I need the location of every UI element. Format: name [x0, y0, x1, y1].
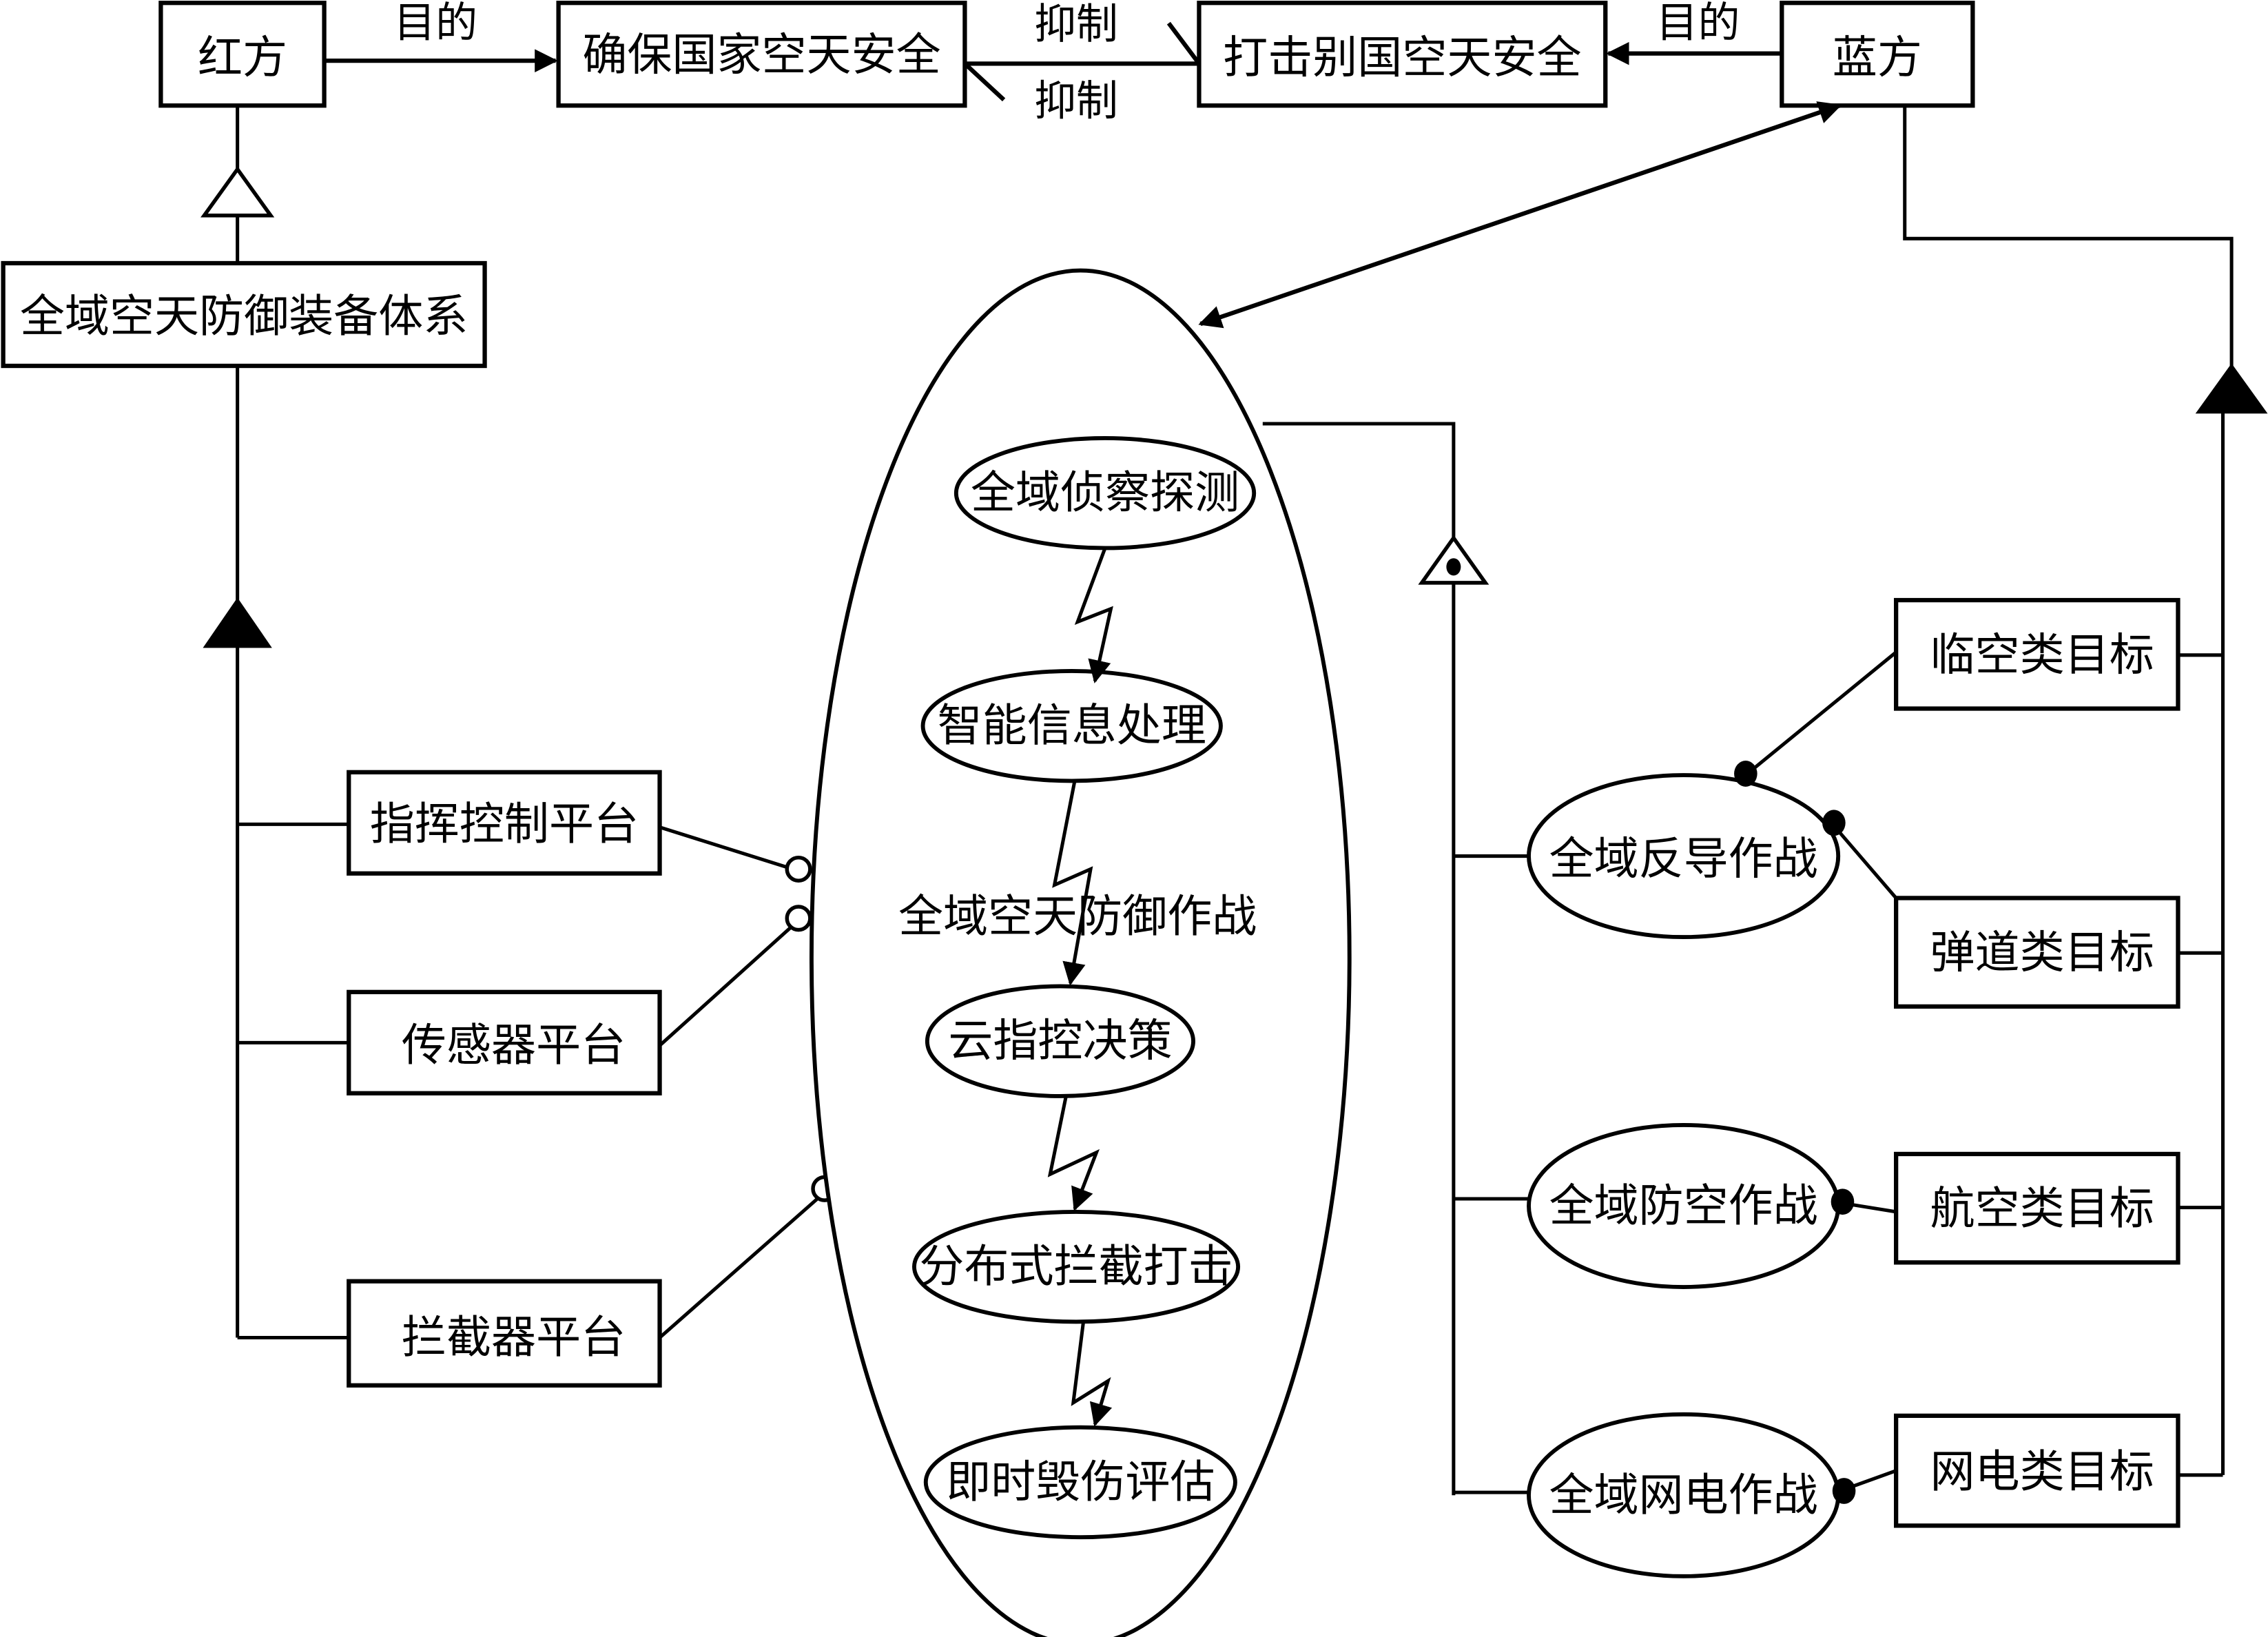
- blue-side-node: 蓝方: [1780, 1, 1975, 108]
- red-side-label: 红方: [198, 32, 287, 83]
- combat-mode-node: 全域网电作战: [1527, 1412, 1841, 1578]
- combat-mode-label: 全域防空作战: [1549, 1180, 1817, 1232]
- stage-label: 全域侦察探测: [971, 467, 1239, 519]
- lightning-arrow-icon: [1052, 780, 1093, 986]
- link-dot-icon: [1822, 810, 1846, 836]
- aggregation-triangle-icon: [203, 597, 272, 648]
- target-link-line: [1832, 824, 1898, 900]
- target-label: 网电类目标: [1930, 1446, 2154, 1498]
- target-link-line: [1744, 650, 1897, 776]
- interface-link-line: [658, 1197, 818, 1339]
- aggregation-triangle-icon: [2195, 363, 2268, 414]
- red-side-node: 红方: [158, 1, 327, 108]
- operation-to-modes-line: [1262, 422, 1456, 538]
- interface-circle-icon: [785, 905, 812, 932]
- target-node: 网电类目标: [1893, 1413, 2181, 1528]
- lightning-arrow-icon: [1074, 547, 1113, 683]
- target-node: 临空类目标: [1893, 597, 2181, 711]
- lightning-arrow-icon: [1047, 1095, 1100, 1211]
- blue-goal-label: 打击别国空天安全: [1223, 32, 1581, 83]
- lightning-arrow-icon: [1071, 1321, 1113, 1427]
- combat-mode-node: 全域防空作战: [1527, 1123, 1841, 1289]
- platform-label: 指挥控制平台: [370, 799, 639, 850]
- equipment-system-node: 全域空天防御装备体系: [1, 260, 487, 369]
- target-label: 弹道类目标: [1930, 927, 2154, 979]
- stage-node: 全域侦察探测: [953, 436, 1257, 550]
- stage-node: 分布式拦截打击: [912, 1209, 1241, 1324]
- suppress-label-top: 抑制: [1034, 1, 1118, 49]
- stage-label: 即时毁伤评估: [946, 1456, 1215, 1508]
- target-label: 临空类目标: [1930, 629, 2154, 681]
- stage-node: 云指控决策: [925, 984, 1195, 1098]
- target-label: 航空类目标: [1930, 1183, 2154, 1235]
- red-goal-node: 确保国家空天安全: [556, 1, 967, 108]
- confrontation-arrow: [1198, 101, 1842, 329]
- platform-node-interceptor: 拦截器平台: [347, 1279, 662, 1388]
- platform-label: 拦截器平台: [402, 1312, 626, 1363]
- platform-node-command: 指挥控制平台: [347, 770, 662, 876]
- target-node: 弹道类目标: [1893, 896, 2181, 1009]
- suppress-label-bottom: 抑制: [1034, 77, 1118, 125]
- platform-label: 传感器平台: [402, 1020, 626, 1071]
- generalization-triangle-icon: [200, 165, 275, 218]
- link-dot-icon: [1734, 761, 1757, 787]
- red-goal-label: 确保国家空天安全: [582, 29, 940, 81]
- stage-label: 智能信息处理: [938, 700, 1206, 752]
- purpose-label-blue: 目的: [1656, 0, 1740, 48]
- blue-side-label: 蓝方: [1833, 32, 1922, 83]
- stage-node: 智能信息处理: [920, 668, 1223, 783]
- combat-mode-label: 全域反导作战: [1549, 833, 1817, 885]
- platform-node-sensor: 传感器平台: [347, 989, 662, 1095]
- purpose-label-red: 目的: [393, 0, 477, 48]
- stage-label: 分布式拦截打击: [919, 1241, 1233, 1293]
- stage-label: 云指控决策: [948, 1016, 1172, 1067]
- combat-mode-label: 全域网电作战: [1549, 1470, 1817, 1521]
- stage-node: 即时毁伤评估: [923, 1425, 1237, 1540]
- suppression-link: [963, 21, 1201, 102]
- link-dot-icon: [1832, 1478, 1856, 1504]
- equipment-system-label: 全域空天防御装备体系: [20, 291, 468, 342]
- link-dot-icon: [1831, 1188, 1855, 1215]
- blue-goal-node: 打击别国空天安全: [1197, 1, 1608, 108]
- specialization-dot-icon: [1446, 558, 1461, 576]
- interface-link-line: [659, 825, 790, 869]
- interface-circle-icon: [785, 855, 812, 883]
- target-node: 航空类目标: [1893, 1151, 2181, 1265]
- interface-link-line: [658, 925, 793, 1047]
- combat-mode-node: 全域反导作战: [1527, 773, 1841, 940]
- blue-to-targets-line: [1903, 105, 2234, 367]
